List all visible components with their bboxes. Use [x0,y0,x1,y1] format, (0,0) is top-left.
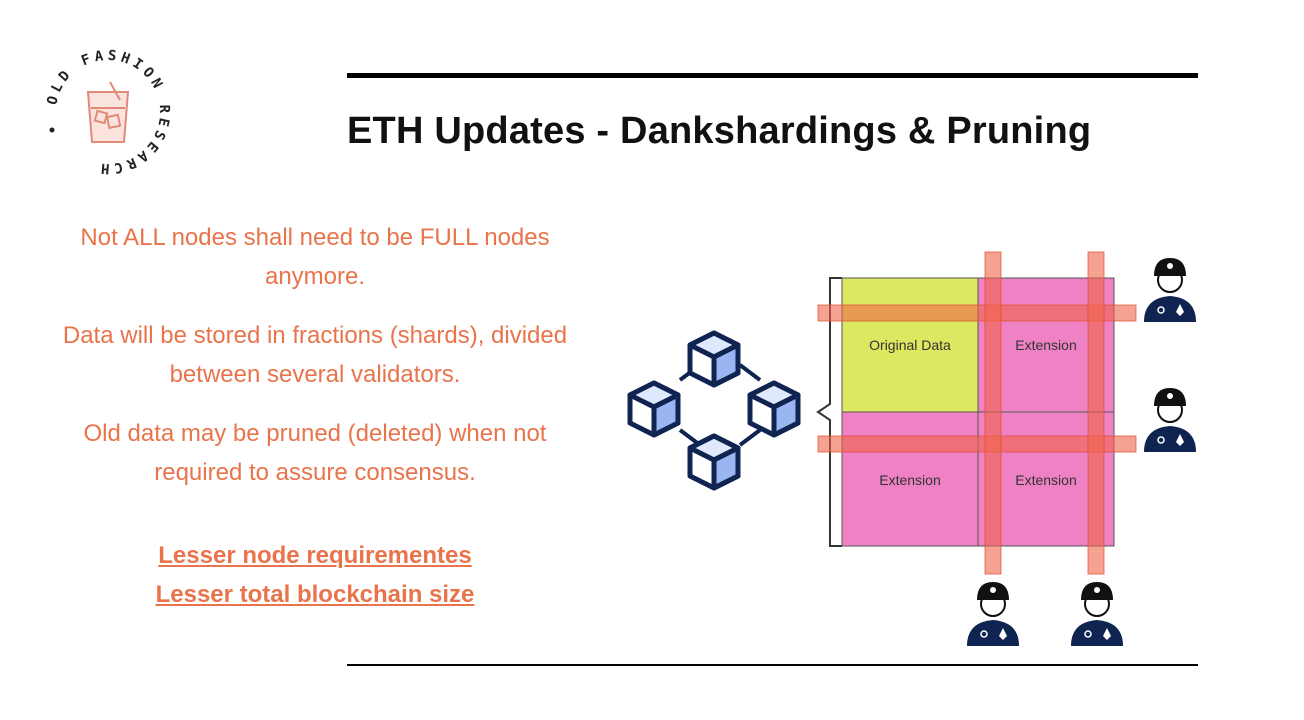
page-title: ETH Updates - Dankshardings & Pruning [347,110,1092,152]
cell-label-extension-1: Extension [1015,337,1076,353]
validator-icon [1144,258,1196,322]
point-shards: Data will be stored in fractions (shards… [62,322,568,388]
link-lesser-blockchain-size[interactable]: Lesser total blockchain size [155,581,475,608]
cell-label-original-data: Original Data [869,337,951,353]
glass-icon [86,81,130,143]
point-full-nodes: Not ALL nodes shall need to be FULL node… [80,224,550,290]
cell-label-extension-2: Extension [879,472,940,488]
cell-extension-bottom-right [977,411,1115,547]
data-grid [841,277,1115,547]
row-sample-band-1 [817,304,1137,322]
cell-extension-bottom-left [841,411,979,547]
row-sample-band-2 [817,435,1137,453]
validator-icon [1144,388,1196,452]
old-fashion-research-logo: OLD FASHION RESEARCH [44,48,168,177]
bottom-rule [347,664,1198,666]
validator-icon [967,582,1019,646]
bullet-points: Not ALL nodes shall need to be FULL node… [40,218,590,512]
bracket [816,277,842,547]
cell-original-data [841,277,979,413]
validator-icon [1071,582,1123,646]
sampling-bands [817,251,1137,575]
top-rule [347,73,1198,78]
column-sample-band-2 [1087,251,1105,575]
point-pruning: Old data may be pruned (deleted) when no… [83,420,547,486]
link-lesser-node-requirements[interactable]: Lesser node requirementes [158,542,472,569]
cell-label-extension-3: Extension [1015,472,1076,488]
benefit-links: Lesser node requirementes Lesser total b… [40,536,590,614]
cell-extension-top-right [977,277,1115,413]
column-sample-band-1 [984,251,1002,575]
blockchain-cubes-icon [627,330,801,491]
